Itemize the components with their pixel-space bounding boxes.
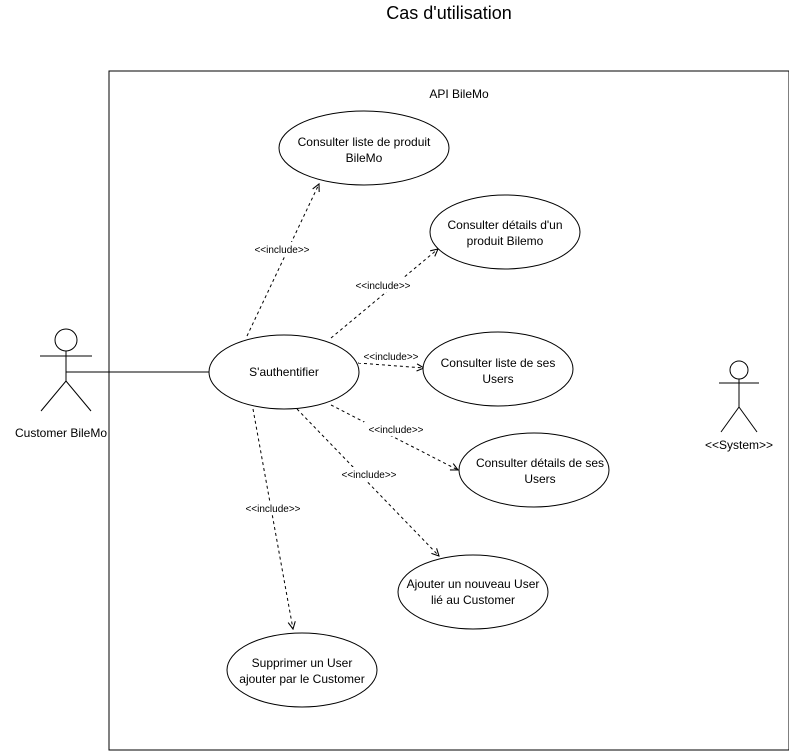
use-case-label: Supprimer un User	[252, 656, 353, 670]
use-case-consult-product-list[interactable]: Consulter liste de produit BileMo	[278, 110, 450, 186]
use-case-label: ajouter par le Customer	[239, 672, 364, 686]
actor-label: <<System>>	[705, 438, 773, 452]
use-case-authenticate[interactable]: S'authentifier	[208, 334, 360, 410]
include-relation-add-user: <<include>>	[296, 408, 439, 556]
include-label: <<include>>	[355, 281, 410, 292]
include-label: <<include>>	[363, 352, 418, 363]
include-relation-consult-products: <<include>>	[246, 184, 319, 337]
use-case-label: Consulter détails d'un	[447, 218, 562, 232]
use-case-consult-product-details[interactable]: Consulter détails d'un produit Bilemo	[429, 194, 581, 270]
use-case-label: Users	[524, 472, 555, 486]
use-case-consult-user-list[interactable]: Consulter liste de ses Users	[422, 331, 574, 407]
stick-figure-icon	[719, 360, 759, 433]
include-label: <<include>>	[254, 245, 309, 256]
include-label: <<include>>	[341, 470, 396, 481]
use-case-label: Consulter liste de produit	[298, 135, 431, 149]
use-case-label: BileMo	[346, 151, 383, 165]
include-relation-user-details: <<include>>	[330, 404, 458, 470]
include-relation-list-users: <<include>>	[357, 349, 424, 368]
actor-system[interactable]: <<System>>	[705, 360, 773, 452]
use-case-label: lié au Customer	[431, 593, 515, 607]
system-boundary	[108, 70, 789, 751]
include-label: <<include>>	[368, 425, 423, 436]
system-boundary-label: API BileMo	[429, 87, 489, 101]
use-case-add-user[interactable]: Ajouter un nouveau User lié au Customer	[397, 554, 549, 630]
actor-customer[interactable]: Customer BileMo	[15, 328, 107, 440]
include-relation-product-details: <<include>>	[330, 249, 438, 339]
use-case-consult-user-details[interactable]: Consulter détails de ses Users	[458, 432, 610, 508]
stick-figure-icon	[40, 328, 92, 412]
actor-label: Customer BileMo	[15, 426, 107, 440]
use-case-label: S'authentifier	[249, 365, 319, 379]
use-case-label: produit Bilemo	[467, 234, 544, 248]
use-case-label: Ajouter un nouveau User	[407, 577, 540, 591]
include-relation-delete-user: <<include>>	[241, 408, 305, 629]
use-case-delete-user[interactable]: Supprimer un User ajouter par le Custome…	[226, 632, 378, 708]
use-case-label: Users	[482, 372, 513, 386]
include-label: <<include>>	[245, 504, 300, 515]
use-case-label: Consulter détails de ses	[476, 456, 604, 470]
diagram-title: Cas d'utilisation	[386, 3, 512, 23]
use-case-label: Consulter liste de ses	[441, 356, 556, 370]
